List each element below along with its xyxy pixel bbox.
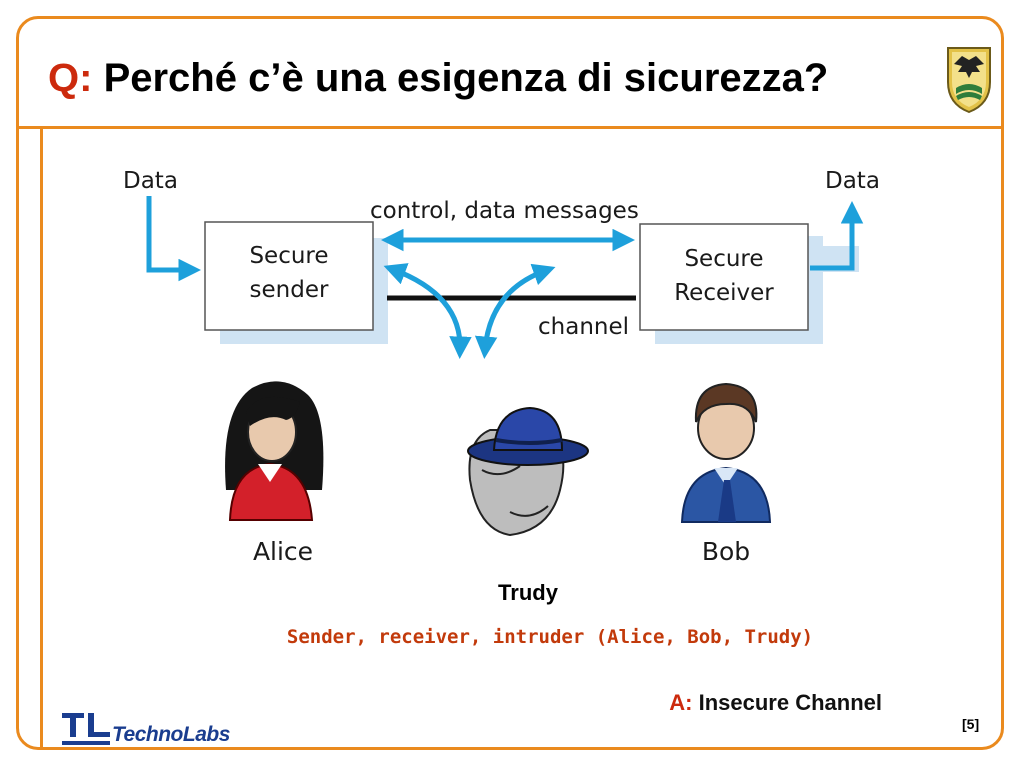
bob-avatar — [680, 382, 772, 523]
bob-label: Bob — [702, 537, 750, 566]
trudy-label: Trudy — [498, 580, 558, 605]
crest-icon — [947, 47, 991, 114]
sender-label-line1: Secure — [249, 243, 328, 269]
title-prefix: Q: — [48, 56, 93, 100]
title-text: Perché c’è una esigenza di sicurezza? — [103, 56, 829, 100]
slide-title: Q: Perché c’è una esigenza di sicurezza? — [48, 56, 828, 101]
control-label: control, data messages — [370, 198, 639, 224]
data-in-arrow — [146, 196, 201, 282]
receiver-label-line2: Receiver — [674, 280, 774, 306]
data-label-right: Data — [825, 168, 880, 194]
trudy-avatar — [467, 406, 589, 537]
receiver-label-line1: Secure — [684, 246, 763, 272]
intercept-arrow-right — [474, 263, 556, 359]
technolabs-logo: TechnoLabs — [62, 713, 232, 749]
secure-receiver-box — [639, 223, 809, 331]
sender-label-line2: sender — [250, 277, 329, 303]
intercept-arrow-left — [383, 263, 472, 359]
title-divider — [16, 126, 1004, 129]
secure-sender-box — [204, 221, 374, 331]
answer-text: A: Insecure Channel — [669, 690, 882, 716]
security-diagram: Secure sender Secure Receiver Data Data … — [123, 168, 880, 566]
answer-value: Insecure Channel — [698, 690, 882, 715]
page-number: [5] — [962, 716, 980, 732]
alice-label: Alice — [253, 537, 313, 566]
technolabs-logo-text: TechnoLabs — [112, 723, 230, 747]
channel-label: channel — [538, 314, 629, 340]
alice-avatar — [225, 381, 324, 521]
slide-frame — [16, 16, 1004, 750]
answer-prefix: A: — [669, 690, 693, 715]
logo-part2: Labs — [182, 723, 231, 746]
data-label-left: Data — [123, 168, 178, 194]
logo-part1: Techno — [112, 723, 183, 746]
technolabs-logo-icon — [62, 713, 110, 745]
data-out-arrow — [810, 201, 864, 271]
side-divider — [40, 129, 43, 750]
slide-caption: Sender, receiver, intruder (Alice, Bob, … — [286, 626, 814, 648]
